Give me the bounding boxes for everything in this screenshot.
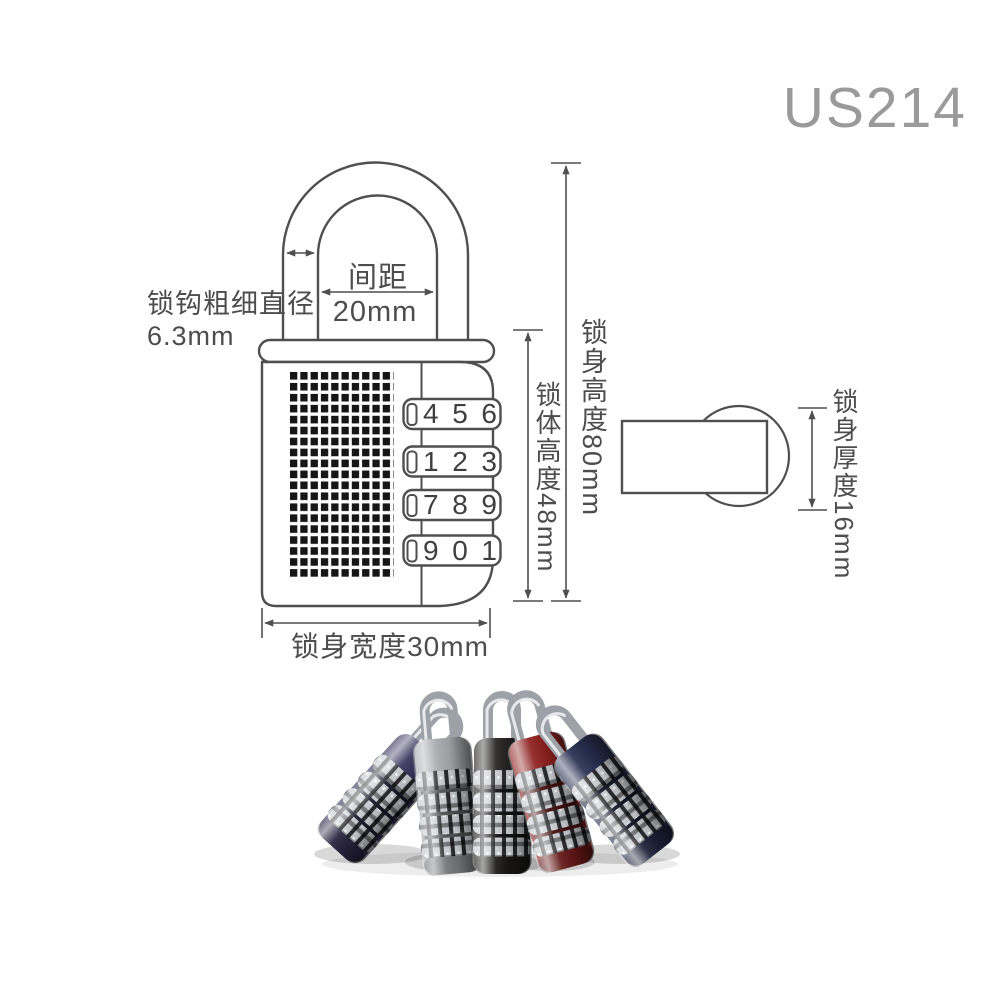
digit: 8 xyxy=(452,489,468,520)
dimension-lines xyxy=(261,162,827,638)
lock-shoulder-cap xyxy=(257,338,496,364)
thickness-label: 锁身厚度16mm xyxy=(829,388,859,581)
dial-wheel-4 xyxy=(402,534,502,567)
digit: 3 xyxy=(481,446,497,477)
side-view-body xyxy=(620,419,769,495)
digit: 1 xyxy=(423,446,439,477)
digit: 5 xyxy=(452,398,468,429)
digit: 1 xyxy=(481,534,497,566)
digit: 4 xyxy=(423,398,439,429)
shackle-diameter-value: 6.3mm xyxy=(147,321,235,351)
digit: 6 xyxy=(481,398,497,429)
photo-lock-5 xyxy=(535,705,675,867)
gap-value: 20mm xyxy=(332,296,418,328)
photo-lock-1 xyxy=(317,707,464,864)
shackle-diameter-label: 锁钩粗细直径 xyxy=(147,289,315,319)
dial-wheels xyxy=(402,397,502,567)
shackle-outer-outline xyxy=(281,161,470,345)
shackle-highlight xyxy=(422,698,453,753)
digit: 0 xyxy=(452,534,468,566)
gap-label: 间距 xyxy=(347,262,408,294)
wheel-digits-2: 1 2 3 xyxy=(423,448,497,476)
padlock-front-diagram xyxy=(257,161,502,608)
digit: 7 xyxy=(423,489,439,520)
wheel-slot-4 xyxy=(406,539,418,563)
shackle-highlight xyxy=(540,712,569,766)
wheel-digits-1: 4 5 6 xyxy=(423,400,497,428)
photo-lock-2 xyxy=(412,691,482,876)
wheel-digits-4: 9 0 1 xyxy=(423,534,497,566)
digit: 9 xyxy=(481,489,497,520)
shackle-highlight xyxy=(510,697,540,753)
body-height-label: 锁体高度48mm xyxy=(532,381,562,574)
wheel-digits-3: 7 8 9 xyxy=(423,491,497,519)
cylinder-shading xyxy=(412,736,482,876)
cylinder-shading xyxy=(554,733,674,867)
product-code: US214 xyxy=(782,76,967,140)
lock-photo xyxy=(314,690,680,877)
cylinder-shading xyxy=(317,733,443,863)
texture-grid xyxy=(290,372,394,580)
width-label: 锁身宽度30mm xyxy=(291,631,489,662)
overall-height-label: 锁身高度80mm xyxy=(577,318,607,518)
dial-wheel-1 xyxy=(402,397,502,431)
cylinder-shading xyxy=(507,731,595,873)
shackle-inner-outline xyxy=(316,194,439,345)
padlock-side-diagram xyxy=(620,404,791,508)
wheel-slot-2 xyxy=(406,450,418,474)
digit: 9 xyxy=(423,534,439,566)
dial-wheel-3 xyxy=(402,488,502,522)
wheel-slot-1 xyxy=(406,403,418,426)
dial-wheel-2 xyxy=(402,445,502,478)
wheel-slot-3 xyxy=(406,494,418,517)
digit: 2 xyxy=(452,446,468,477)
